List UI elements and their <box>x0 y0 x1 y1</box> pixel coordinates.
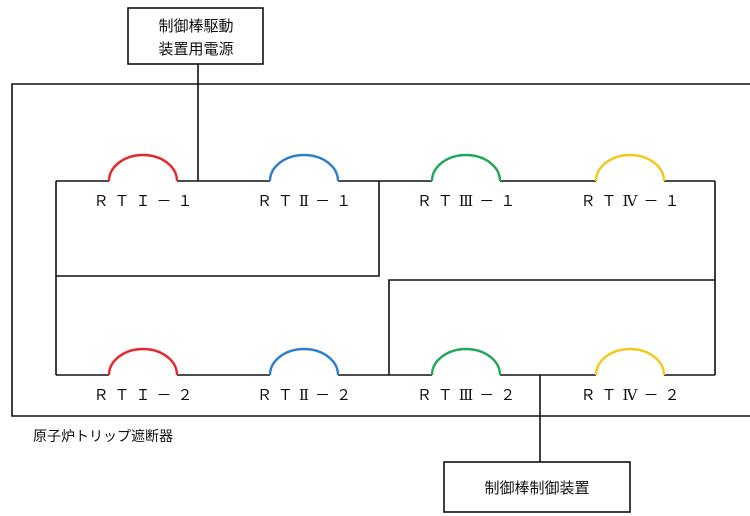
breaker-arc-rt1-1 <box>107 153 179 182</box>
power-supply-label-line1: 制御棒駆動 <box>158 17 233 35</box>
breaker-arc-rt1-2 <box>107 347 179 376</box>
breaker-arc-rt4-2 <box>594 347 666 376</box>
interconnect-left <box>55 181 380 375</box>
breaker-arc-rt3-2 <box>430 347 502 376</box>
breaker-label-rt4-2: ＲＴⅣ－２ <box>581 386 686 404</box>
breaker-arcs <box>107 153 666 376</box>
control-device-label: 制御棒制御装置 <box>484 479 589 497</box>
breaker-arc-rt2-2 <box>268 347 340 376</box>
breaker-caption: 原子炉トリップ遮断器 <box>33 429 173 445</box>
breaker-label-rt2-1: ＲＴⅡ－１ <box>257 192 357 210</box>
breaker-labels: ＲＴＩ－１ ＲＴⅡ－１ ＲＴⅢ－１ ＲＴⅣ－１ ＲＴＩ－２ ＲＴⅡ－２ ＲＴⅢ－… <box>93 192 686 404</box>
breaker-label-rt3-2: ＲＴⅢ－２ <box>417 386 521 404</box>
breaker-label-rt2-2: ＲＴⅡ－２ <box>257 386 357 404</box>
breaker-label-rt3-1: ＲＴⅢ－１ <box>417 192 521 210</box>
breaker-arc-rt3-1 <box>430 153 502 182</box>
breaker-label-rt1-2: ＲＴＩ－２ <box>93 386 198 404</box>
breaker-arc-rt2-1 <box>268 153 340 182</box>
breaker-enclosure <box>11 83 750 417</box>
breaker-arc-rt4-1 <box>594 153 666 182</box>
control-device-box <box>443 461 631 513</box>
breaker-label-rt4-1: ＲＴⅣ－１ <box>581 192 686 210</box>
power-supply-label-line2: 装置用電源 <box>158 40 233 58</box>
power-supply-box <box>127 7 264 65</box>
interconnect-right <box>388 181 716 375</box>
breaker-label-rt1-1: ＲＴＩ－１ <box>93 192 198 210</box>
